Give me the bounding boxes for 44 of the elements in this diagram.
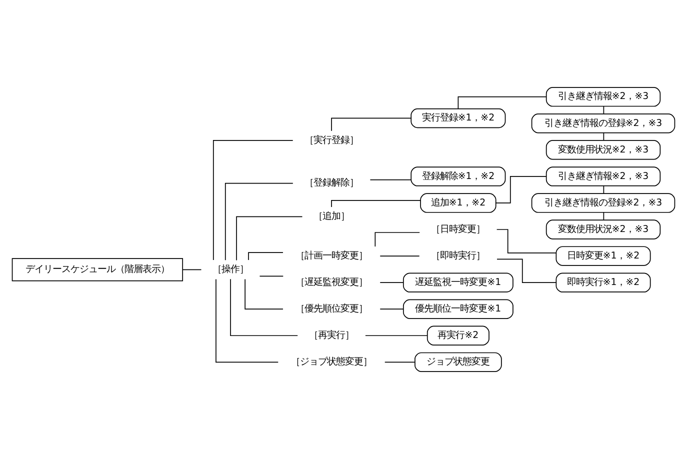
connector xyxy=(212,140,294,260)
connector xyxy=(374,232,420,247)
connector xyxy=(248,252,284,260)
node-box: 追加※1，※2 xyxy=(420,193,496,213)
node-text: ［登録解除］ xyxy=(304,178,359,189)
connector xyxy=(236,216,303,261)
connector xyxy=(230,278,298,336)
connector xyxy=(216,278,279,363)
node-text: ［追加］ xyxy=(314,211,350,222)
connector xyxy=(182,269,202,270)
node-box: 引き継ぎ情報※2，※3 xyxy=(546,87,661,107)
connector xyxy=(365,335,428,336)
node-text: ［再実行］ xyxy=(309,330,354,342)
node-text: ［即時実行］ xyxy=(431,250,486,262)
node-text: ［実行登録］ xyxy=(304,134,359,146)
node-box: 実行登録※1，※2 xyxy=(410,108,506,128)
node-box: 優先順位一時変更※1 xyxy=(402,299,514,319)
node-box: 変数使用状況※2，※3 xyxy=(546,140,661,160)
node-box: 登録解除※1，※2 xyxy=(410,166,506,186)
node-box: 引き継ぎ情報※2，※3 xyxy=(546,166,661,186)
node-text: ［日時変更］ xyxy=(431,224,486,235)
node-text: ［ジョブ状態変更］ xyxy=(291,356,372,368)
node-box: ジョブ状態変更 xyxy=(414,352,502,372)
connector xyxy=(259,276,284,277)
node-text: ［計画一時変更］ xyxy=(296,250,368,262)
node-text: ［優先順位変更］ xyxy=(296,303,368,314)
connector xyxy=(380,282,404,283)
connector xyxy=(495,176,547,204)
connector xyxy=(384,362,416,363)
connector xyxy=(380,308,404,310)
node-box: 引き継ぎ情報の登録※2，※3 xyxy=(531,114,676,134)
node-box: 再実行※2 xyxy=(426,326,490,346)
node-box: デイリースケジュール（階層表示） xyxy=(12,258,184,282)
connector xyxy=(224,182,294,261)
connector xyxy=(496,258,556,283)
connector xyxy=(370,179,412,180)
node-box: 変数使用状況※2，※3 xyxy=(546,220,661,240)
node-box: 引き継ぎ情報の登録※2，※3 xyxy=(531,193,676,213)
node-text: ［操作］ xyxy=(212,264,249,276)
node-text: ［遅延監視変更］ xyxy=(296,276,368,288)
node-box: 即時実行※1，※2 xyxy=(556,272,651,292)
node-box: 日時変更※1，※2 xyxy=(556,246,651,266)
node-box: 遅延監視一時変更※1 xyxy=(402,272,514,292)
connector xyxy=(244,278,284,310)
